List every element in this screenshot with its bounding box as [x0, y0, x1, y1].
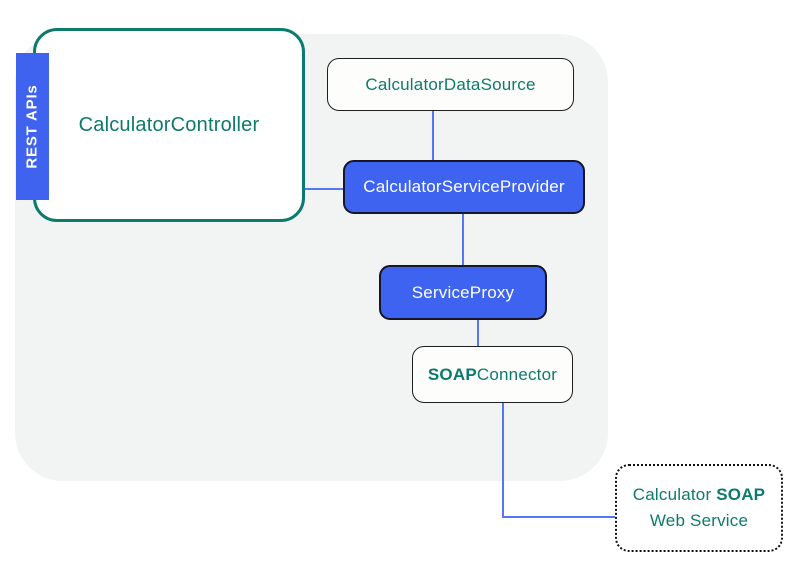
connector-serviceprovider-to-serviceproxy: [462, 214, 464, 265]
node-calculator-soap-web-service: Calculator SOAP Web Service: [615, 464, 783, 552]
soap-connector-label: SOAPConnector: [428, 365, 557, 385]
soap-connector-label-rest-part: Connector: [476, 364, 558, 384]
calculator-service-provider-label: CalculatorServiceProvider: [363, 177, 565, 196]
web-service-label-line2: Web Service: [649, 511, 749, 530]
node-calculator-data-source: CalculatorDataSource: [327, 58, 574, 111]
calculator-data-source-label: CalculatorDataSource: [365, 74, 536, 94]
service-proxy-label: ServiceProxy: [411, 282, 515, 302]
calculator-controller-label: CalculatorController: [78, 113, 260, 136]
node-soap-connector: SOAPConnector: [412, 346, 573, 403]
connector-datasource-to-serviceprovider: [432, 111, 434, 160]
connector-soapconnector-to-webservice-horizontal: [502, 516, 615, 518]
connector-controller-to-serviceprovider: [303, 188, 343, 190]
rest-apis-tab: REST APIs: [16, 53, 49, 200]
rest-apis-label: REST APIs: [24, 84, 42, 169]
web-service-label-line1-prefix: Calculator: [632, 485, 717, 504]
soap-connector-label-bold-part: SOAP: [427, 364, 477, 384]
node-service-proxy: ServiceProxy: [379, 265, 547, 320]
node-calculator-controller: CalculatorController: [33, 28, 305, 222]
web-service-label-line1: Calculator SOAP: [633, 482, 765, 508]
node-calculator-service-provider: CalculatorServiceProvider: [343, 160, 585, 214]
connector-serviceproxy-to-soapconnector: [477, 320, 479, 346]
web-service-label-line1-bold: SOAP: [716, 485, 766, 504]
connector-soapconnector-to-webservice-vertical: [502, 403, 504, 518]
